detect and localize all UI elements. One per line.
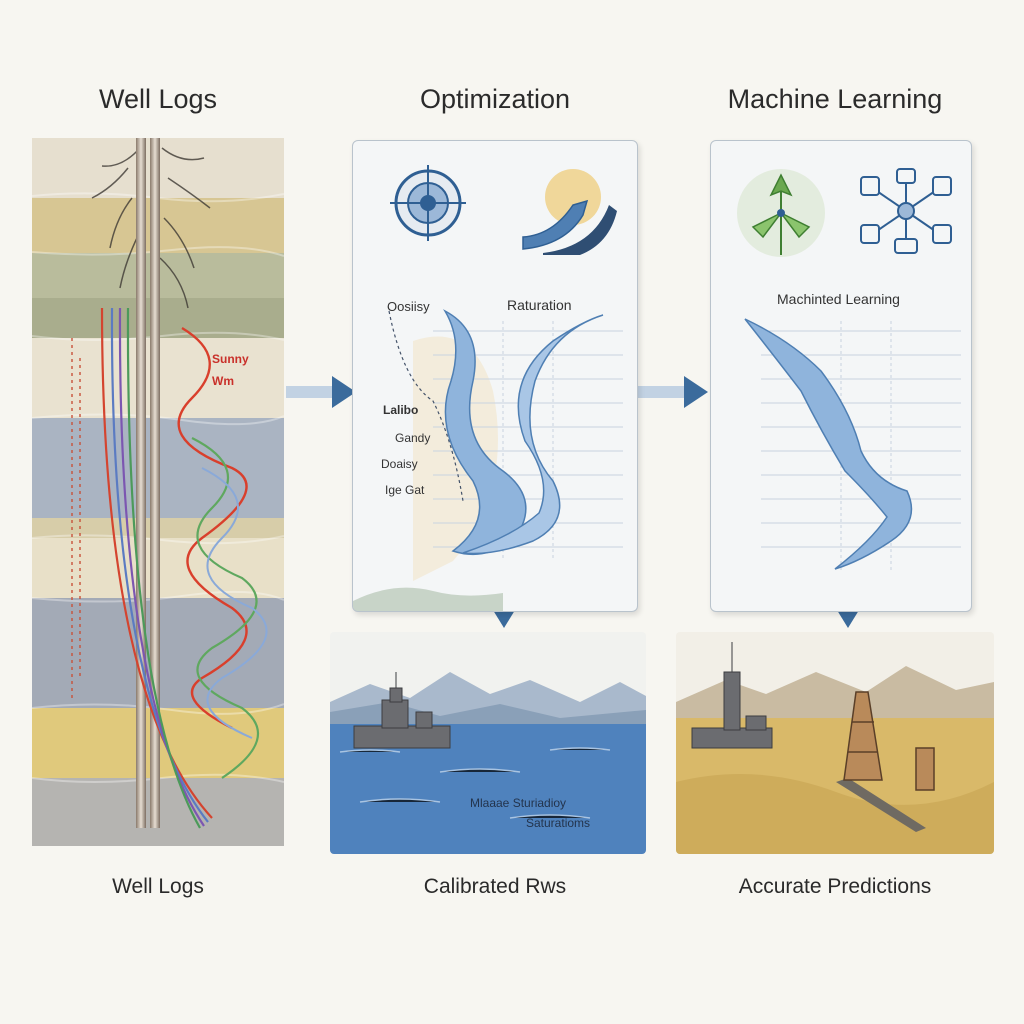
title-well-logs: Well Logs bbox=[98, 84, 218, 114]
optimization-panel: Oosiisy Raturation Lalibo Gandy Doaisy I… bbox=[352, 140, 638, 612]
caption-calibrated-rws: Calibrated Rws bbox=[423, 875, 567, 898]
calibrated-scene: Mlaaae Sturiadioy Saturatioms bbox=[330, 632, 646, 854]
target-icon bbox=[390, 165, 466, 241]
predictions-scene bbox=[676, 632, 994, 854]
side-label-2: Gandy bbox=[395, 431, 431, 445]
label-right: Raturation bbox=[507, 297, 572, 313]
caption-accurate-predictions: Accurate Predictions bbox=[738, 875, 932, 898]
scene-label-1: Mlaaae Sturiadioy bbox=[470, 796, 567, 810]
arrow-right-1 bbox=[286, 376, 356, 408]
curve-label-2: Wm bbox=[212, 374, 234, 388]
scene-label-2: Saturatioms bbox=[526, 816, 591, 830]
caption-well-logs: Well Logs bbox=[112, 875, 204, 898]
tree-network-icon bbox=[737, 169, 825, 257]
title-machine-learning: Machine Learning bbox=[727, 84, 943, 114]
ml-panel-label: Machinted Learning bbox=[777, 291, 900, 307]
well-log-strata: Sunny Wm bbox=[31, 138, 285, 846]
side-label-4: Ige Gat bbox=[385, 483, 425, 497]
node-network-icon bbox=[860, 168, 952, 254]
arrow-right-2 bbox=[638, 376, 708, 408]
label-left: Oosiisy bbox=[387, 299, 430, 314]
side-label-1: Lalibo bbox=[383, 403, 419, 417]
machine-learning-panel: Machinted Learning bbox=[710, 140, 972, 612]
curve-label-1: Sunny bbox=[212, 352, 249, 366]
arrow-icon bbox=[522, 169, 617, 255]
title-optimization: Optimization bbox=[419, 84, 571, 114]
side-label-3: Doaisy bbox=[381, 457, 418, 471]
